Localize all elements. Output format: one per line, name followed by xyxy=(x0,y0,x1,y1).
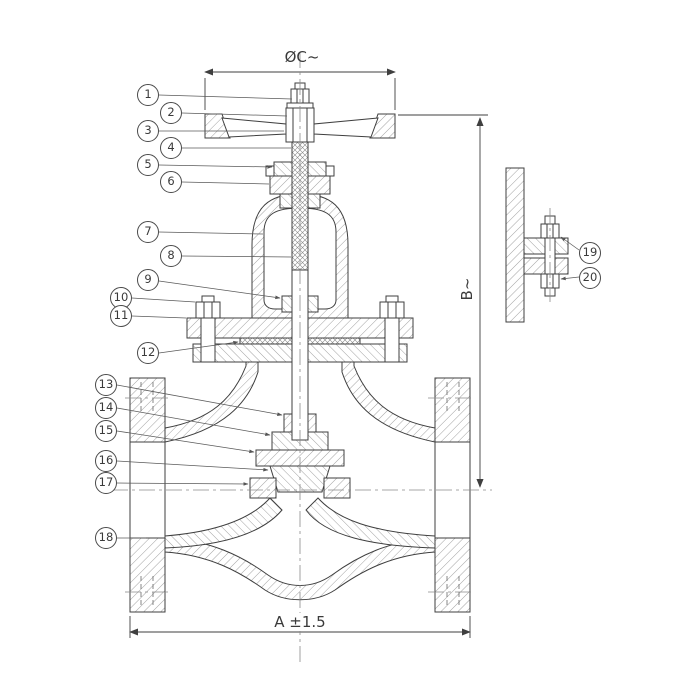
balloon-17: 17 xyxy=(95,472,117,494)
balloon-20: 20 xyxy=(579,267,601,289)
balloon-16: 16 xyxy=(95,450,117,472)
balloon-19: 19 xyxy=(579,242,601,264)
balloon-9: 9 xyxy=(137,269,159,291)
bonnet-bolt-right xyxy=(379,295,405,319)
balloon-8: 8 xyxy=(160,245,182,267)
seat-ring-left xyxy=(249,477,277,499)
balloon-4: 4 xyxy=(160,137,182,159)
centerlines xyxy=(112,52,551,665)
balloon-11: 11 xyxy=(110,305,132,327)
balloon-3: 3 xyxy=(137,120,159,142)
balloon-18: 18 xyxy=(95,527,117,549)
balloon-12: 12 xyxy=(137,342,159,364)
dim-label-height-b: B~ xyxy=(458,277,476,301)
dim-label-diameter-c: ØC~ xyxy=(284,48,320,66)
dim-label-length-a: A ±1.5 xyxy=(250,613,350,631)
outlet-flange xyxy=(434,377,471,613)
seat-ring-right xyxy=(323,477,351,499)
balloon-6: 6 xyxy=(160,171,182,193)
bonnet-bolt-left xyxy=(195,295,221,319)
valve-body xyxy=(164,361,436,601)
balloon-5: 5 xyxy=(137,154,159,176)
balloon-2: 2 xyxy=(160,102,182,124)
flange-joint-detail xyxy=(505,167,569,323)
balloon-1: 1 xyxy=(137,84,159,106)
balloon-15: 15 xyxy=(95,420,117,442)
balloon-7: 7 xyxy=(137,221,159,243)
balloon-leaders xyxy=(116,94,580,539)
balloon-13: 13 xyxy=(95,374,117,396)
balloon-14: 14 xyxy=(95,397,117,419)
